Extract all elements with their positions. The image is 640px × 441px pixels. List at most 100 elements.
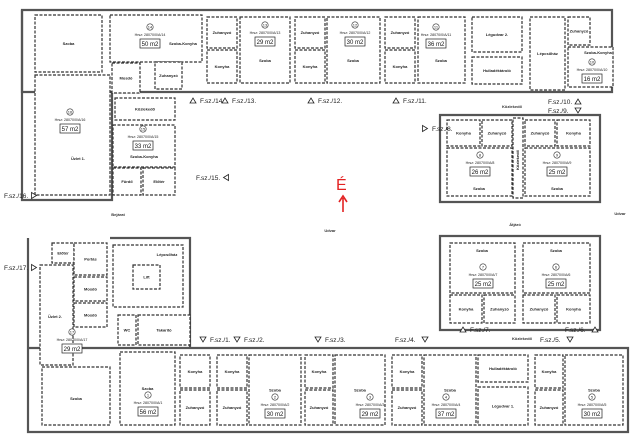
room: Konyha: [206, 49, 238, 84]
unit-area: 29 m2: [257, 40, 274, 46]
room-outline: [522, 294, 556, 324]
unit-area: 56 m2: [140, 410, 157, 416]
unit-area-box: [581, 408, 603, 419]
room: Zuhanyzó: [179, 389, 211, 426]
room: Konyha: [556, 119, 591, 147]
entrance-triangle-icon: [233, 336, 241, 343]
unit-number-badge: [588, 58, 596, 66]
unit-area-box: [254, 36, 276, 47]
entrance-marker: F.sz./9.: [548, 107, 582, 115]
unit-number-badge: [442, 393, 450, 401]
room-outline: [112, 124, 176, 168]
unit-hrsz: Hrsz: 28070/0/A/8: [466, 161, 495, 165]
room: Zuhanyzó: [304, 389, 334, 426]
room-label: Előtér: [153, 179, 165, 184]
unit-hrsz: Hrsz: 28070/0/A/14: [135, 33, 166, 37]
room-label: Konyha: [303, 64, 318, 69]
room: Szoba: [248, 354, 302, 426]
unit-area: 50 m2: [142, 42, 159, 48]
room-outline: [142, 167, 176, 196]
entrance-label: F.sz./13.: [232, 98, 256, 105]
unit-number: 2: [274, 394, 277, 399]
entrance-marker: F.sz./13.: [221, 97, 256, 105]
room-outline: [132, 264, 161, 290]
unit-number: 4: [445, 394, 448, 399]
room: Zuhanyzó: [206, 16, 238, 49]
unit-area: 30 m2: [267, 412, 284, 418]
unit-number-badge: [351, 21, 359, 29]
unit-number: 13: [263, 22, 268, 27]
unit-hrsz: Hrsz: 28070/0/A/11: [421, 33, 452, 37]
unit-area: 36 m2: [428, 42, 445, 48]
room-outline: [179, 389, 211, 426]
room: Lift: [132, 264, 161, 290]
unit-area: 25 m2: [549, 170, 566, 176]
north-arrow-icon: [338, 194, 348, 212]
room: Konyha: [391, 354, 423, 389]
unit-number: 10: [590, 59, 595, 64]
unit-hrsz: Hrsz: 28070/0/A/10: [577, 68, 608, 72]
unit-number: 16: [68, 109, 73, 114]
unit-hrsz: Hrsz: 28070/0/A/15: [128, 135, 159, 139]
room-label: Szoba: [259, 58, 272, 63]
room-outline: [114, 97, 176, 121]
open-area-label: Közlekedő: [502, 104, 523, 109]
room-label: Zuhanyzó: [570, 29, 589, 34]
room-label: Üzlet 2.: [48, 314, 62, 319]
room: Szoba: [41, 366, 111, 426]
room: Zuhanyzó: [391, 389, 423, 426]
entrance-marker: F.sz./15.: [196, 173, 229, 182]
entrance-triangle-icon: [31, 263, 38, 272]
room: Zuhanyzó: [384, 16, 416, 49]
room-label: Zuhanyzó: [159, 73, 178, 78]
room-label: Zuhanyzó: [398, 405, 417, 410]
unit-area: 29 m2: [64, 347, 81, 353]
unit-number-badge: [144, 391, 152, 399]
room-label: Mosdó: [84, 313, 97, 318]
unit-area-box: [425, 38, 447, 49]
entrance-label: F.sz./17.: [4, 265, 28, 272]
room-label: WC: [124, 328, 131, 333]
unit-hrsz: Hrsz: 28070/0/A/5: [578, 403, 607, 407]
entrance-marker: F.sz./16.: [4, 191, 38, 200]
entrance-triangle-icon: [421, 336, 429, 343]
room: Előtér: [51, 242, 75, 264]
room-label: Szoba: [473, 186, 486, 191]
room-outline: [417, 16, 466, 84]
room: Konyha: [556, 294, 591, 324]
unit-number-badge: [432, 23, 440, 31]
room-outline: [471, 56, 523, 85]
unit-hrsz: Hrsz: 28070/0/A/3: [356, 403, 385, 407]
room: Konyha: [216, 354, 248, 389]
room: Hulladéktároló: [471, 56, 523, 85]
unit-area: 25 m2: [548, 282, 565, 288]
entrance-marker: F.sz./10.: [548, 98, 582, 106]
unit-hrsz: Hrsz: 28070/0/A/17: [57, 338, 88, 342]
unit-number-badge: [66, 108, 74, 116]
room: Fürdő: [112, 167, 142, 196]
room-label: Közlekedő: [135, 107, 156, 112]
room-label: Konyha: [393, 64, 408, 69]
room-label: Mosdó: [84, 287, 97, 292]
room-outline: [391, 354, 423, 389]
room-label: Mosdó: [120, 76, 133, 81]
room-outline: [111, 62, 141, 94]
